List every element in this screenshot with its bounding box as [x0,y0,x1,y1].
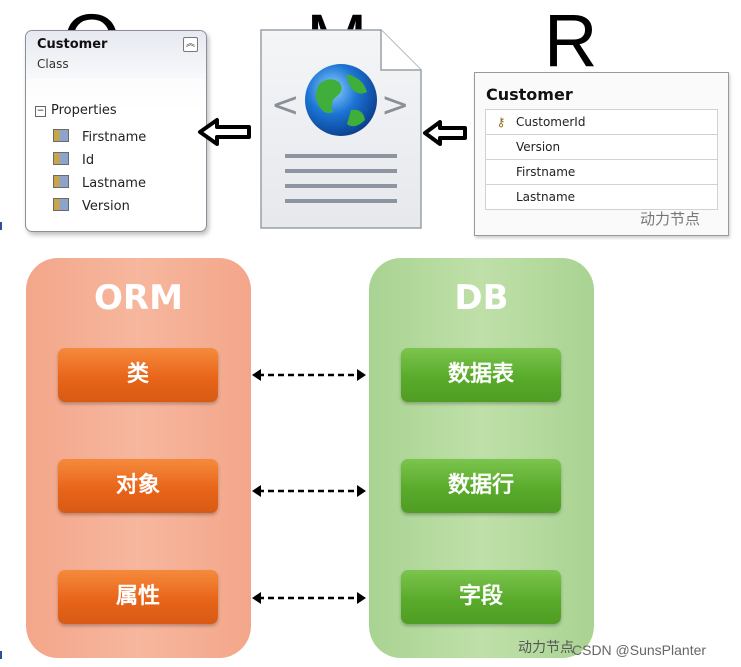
table-row: ⚷ CustomerId [485,109,718,135]
table-row: Version [485,135,718,160]
property-item: Id [53,152,94,168]
class-title: Customer [37,37,108,52]
db-table-box: Customer ⚷ CustomerId Version Firstname L… [474,72,729,236]
class-header [26,31,206,79]
globe-icon [305,64,377,136]
left-arrow-icon [198,118,251,146]
db-panel: DB 数据表 数据行 字段 [369,258,594,658]
table-columns: ⚷ CustomerId Version Firstname Lastname [485,109,718,210]
minus-icon[interactable]: − [35,106,46,117]
db-item-field: 字段 [401,570,561,624]
property-label: Version [82,199,130,214]
dashed-double-arrow-icon [252,485,366,497]
class-subtitle: Class [37,57,69,71]
class-diagram-box: Customer Class ︽ −Properties Firstname I… [25,30,207,232]
table-row: Lastname [485,185,718,210]
property-item: Lastname [53,175,146,191]
edge-tick [0,651,2,659]
column-name: Lastname [516,190,576,204]
orm-item-class: 类 [58,348,218,402]
collapse-icon[interactable]: ︽ [183,37,198,52]
dashed-double-arrow-icon [252,369,366,381]
key-icon: ⚷ [496,115,506,129]
orm-item-object: 对象 [58,459,218,513]
property-item: Firstname [53,129,146,145]
letter-r: R [544,0,598,82]
properties-section[interactable]: −Properties [35,103,117,118]
property-label: Lastname [82,176,146,191]
db-title: DB [454,278,509,318]
column-name: Version [516,140,561,154]
db-item-row: 数据行 [401,459,561,513]
column-name: Firstname [516,165,576,179]
watermark-bottom: 动力节点 [518,640,574,656]
svg-text:<: < [271,85,300,125]
mapping-document: < > [260,29,422,229]
table-title: Customer [486,85,573,104]
property-label: Id [82,153,95,168]
column-name: CustomerId [516,115,586,129]
watermark-top: 动力节点 [640,210,701,228]
property-item: Version [53,198,130,214]
dashed-double-arrow-icon [252,592,366,604]
left-arrow-icon [423,120,467,146]
table-row: Firstname [485,160,718,185]
edge-tick [0,222,2,230]
svg-text:>: > [381,85,410,125]
property-icon [53,175,69,188]
db-item-table: 数据表 [401,348,561,402]
credit-text: CSDN @SunsPlanter [572,642,707,658]
orm-panel: ORM 类 对象 属性 [26,258,251,658]
properties-label: Properties [51,103,117,118]
orm-title: ORM [94,278,183,318]
property-icon [53,152,69,165]
orm-item-attribute: 属性 [58,570,218,624]
property-label: Firstname [82,130,147,145]
property-icon [53,129,69,142]
property-icon [53,198,69,211]
